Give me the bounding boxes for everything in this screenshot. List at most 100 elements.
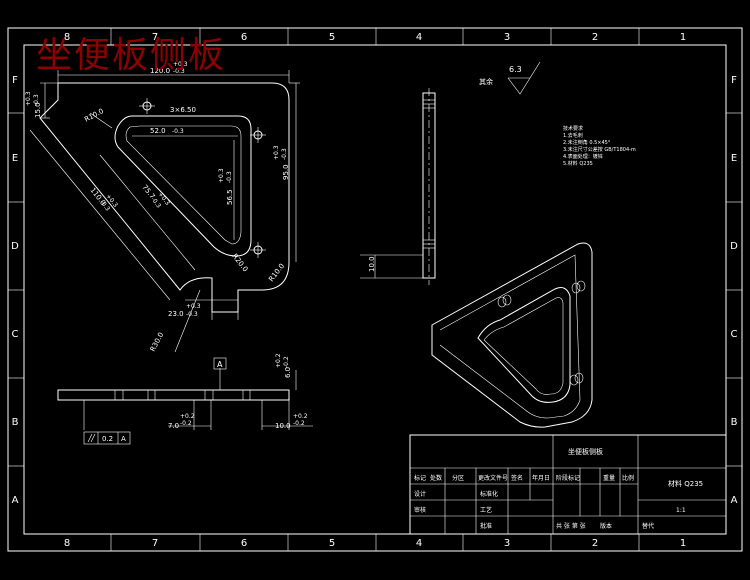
zone-row-right: A	[731, 495, 738, 506]
zone-col-top: 6	[241, 32, 247, 43]
dim-slot-len: 52.0	[150, 127, 166, 135]
dim-vert-inner-tol-dn: -0.3	[226, 171, 233, 183]
zone-col-bottom: 3	[504, 538, 510, 549]
role-standard: 标准化	[480, 490, 498, 498]
tech-note-line: 1.去毛刺	[563, 132, 583, 139]
zone-col-bottom: 8	[64, 538, 70, 549]
zone-col-bottom: 1	[680, 538, 686, 549]
zone-row-right: E	[731, 153, 737, 164]
side-view: 10.0	[360, 88, 436, 285]
dim-thk-tol-dn: -0.2	[283, 356, 290, 368]
datum-a-box	[213, 357, 227, 370]
dim-r-inner-bottom: R20.0	[230, 252, 249, 273]
dim-bottom-w-tol-up: +0.3	[186, 303, 201, 310]
zone-col-top: 7	[152, 32, 158, 43]
dim-side-h: 10.0	[368, 256, 376, 272]
header-count: 处数	[430, 474, 442, 482]
tech-note-line: 2.未注倒角 0.5×45°	[563, 139, 611, 146]
plate-outline	[39, 82, 290, 313]
tech-note-line: 技术要求	[563, 125, 583, 132]
dim-thk-tol-up: +0.2	[275, 353, 282, 368]
dim-r-outer-bottom: R10.0	[267, 262, 286, 283]
zone-row-right: C	[731, 329, 738, 340]
dim-right-offset-tol-up: +0.2	[293, 413, 308, 420]
role-process: 工艺	[480, 506, 492, 514]
dim-left-offset-tol-up: +0.2	[180, 413, 195, 420]
tech-note-line: 3.未注尺寸公差按 GB/T1804-m	[563, 146, 636, 153]
title-block: 坐便板侧板 材料 Q235 标记 处数 分区 更改文件号 签名 年月日 设计 标…	[409, 434, 727, 535]
zone-row-left: D	[11, 241, 19, 252]
dim-top-width: 120.0	[150, 67, 170, 75]
part-name: 坐便板侧板	[568, 447, 603, 456]
scale-value: 1:1	[676, 507, 686, 514]
edge-strip	[57, 389, 290, 401]
zone-ticks	[8, 28, 742, 551]
roughness-value: 6.3	[509, 65, 522, 74]
role-approve: 批准	[480, 522, 492, 530]
header-date: 年月日	[532, 474, 550, 482]
tech-note-line: 4.表面处理：镀锌	[563, 153, 603, 160]
zone-row-left: F	[12, 75, 18, 86]
roughness-label: 其余	[479, 77, 493, 86]
version-label: 版本	[600, 522, 612, 530]
parallel-tolerance: 0.2	[102, 435, 113, 443]
dim-vert-inner-tol-up: +0.3	[218, 168, 225, 183]
dim-left-offset-tol-dn: -0.2	[180, 420, 192, 427]
datum-a-label: A	[217, 360, 223, 369]
material: 材料 Q235	[668, 479, 703, 488]
zone-col-bottom: 2	[592, 538, 598, 549]
header-mark: 标记	[414, 474, 426, 482]
zone-row-left: B	[12, 417, 19, 428]
dim-right-offset: 10.0	[275, 422, 291, 430]
zone-col-top: 2	[592, 32, 598, 43]
zone-labels-top: 8 7 6 5 4 3 2 1	[64, 32, 686, 43]
dim-top-tol-dn: -0.3	[173, 68, 185, 75]
dim-slot-w: 3×6.50	[170, 106, 196, 114]
inner-frame	[23, 44, 727, 535]
zone-col-bottom: 7	[152, 538, 158, 549]
dimension-texts: 120.0 +0.3 -0.3 15.0 +0.3 -0.3 3×6.50 52…	[25, 61, 290, 353]
zone-row-right: B	[731, 417, 738, 428]
zone-row-left: E	[12, 153, 18, 164]
stage-mark: 阶段标记	[556, 474, 580, 482]
inner-slot-offset	[125, 125, 242, 245]
roughness-symbol: 其余 6.3	[479, 61, 541, 95]
dim-bottom-w: 23.0	[168, 310, 184, 318]
sheet-info: 共 张 第 张	[556, 522, 586, 530]
dim-right-offset-tol-dn: -0.2	[293, 420, 305, 427]
zone-col-top: 4	[416, 32, 422, 43]
tech-notes: 技术要求 1.去毛刺 2.未注倒角 0.5×45° 3.未注尺寸公差按 GB/T…	[563, 125, 636, 167]
zone-col-top: 1	[680, 32, 686, 43]
zone-labels-bottom: 8 7 6 5 4 3 2 1	[64, 538, 686, 549]
role-design: 设计	[414, 490, 426, 498]
zone-col-top: 8	[64, 32, 70, 43]
zone-row-left: A	[12, 495, 19, 506]
zone-labels-right: F E D C B A	[730, 75, 738, 506]
dim-left-h: 15.0	[34, 102, 42, 118]
stage-scale: 比例	[622, 474, 634, 482]
dim-r-big: R30.0	[149, 331, 166, 353]
zone-row-right: F	[731, 75, 737, 86]
zone-col-top: 5	[329, 32, 335, 43]
zone-col-top: 3	[504, 32, 510, 43]
tech-note-line: 5.材料 Q235	[563, 160, 593, 167]
parallel-datum: A	[121, 435, 126, 443]
dim-left-h-tol-dn: -0.3	[33, 94, 40, 106]
zone-col-bottom: 6	[241, 538, 247, 549]
header-change-doc: 更改文件号	[478, 474, 508, 482]
stage-weight: 重量	[603, 474, 615, 482]
header-sign: 签名	[511, 474, 523, 482]
dim-bottom-w-tol-dn: -0.3	[186, 311, 198, 318]
zone-col-bottom: 4	[416, 538, 422, 549]
header-zone: 分区	[452, 474, 464, 482]
inner-slot	[114, 115, 252, 257]
role-review: 审核	[414, 506, 426, 514]
zone-row-left: C	[12, 329, 19, 340]
outer-frame	[7, 27, 743, 552]
dimension-lines	[29, 70, 300, 353]
dim-left-h-tol-up: +0.3	[25, 91, 32, 106]
overlay-title: 坐便板侧板	[36, 35, 227, 76]
front-view: 120.0 +0.3 -0.3 15.0 +0.3 -0.3 3×6.50 52…	[25, 61, 300, 353]
dim-vert-outer: 95.0	[282, 164, 290, 180]
